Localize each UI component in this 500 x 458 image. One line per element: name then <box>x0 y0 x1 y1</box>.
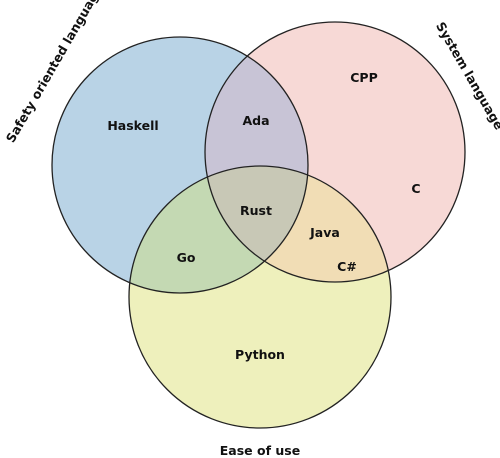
system-ease-overlap <box>205 166 391 282</box>
label-haskell: Haskell <box>107 118 158 133</box>
system-set-outline <box>204 21 466 283</box>
label-python: Python <box>235 347 285 362</box>
label-ada: Ada <box>242 113 269 128</box>
title-ease-of-use: Ease of use <box>220 443 300 458</box>
safety-ease-overlap <box>129 166 308 293</box>
label-go: Go <box>177 250 196 265</box>
ease-set-outline <box>128 165 392 429</box>
label-csharp: C# <box>337 259 357 274</box>
safety-set-outline <box>51 36 309 294</box>
label-c: C <box>411 181 420 196</box>
label-java: Java <box>309 225 340 240</box>
label-cpp: CPP <box>350 70 378 85</box>
label-rust: Rust <box>240 203 272 218</box>
